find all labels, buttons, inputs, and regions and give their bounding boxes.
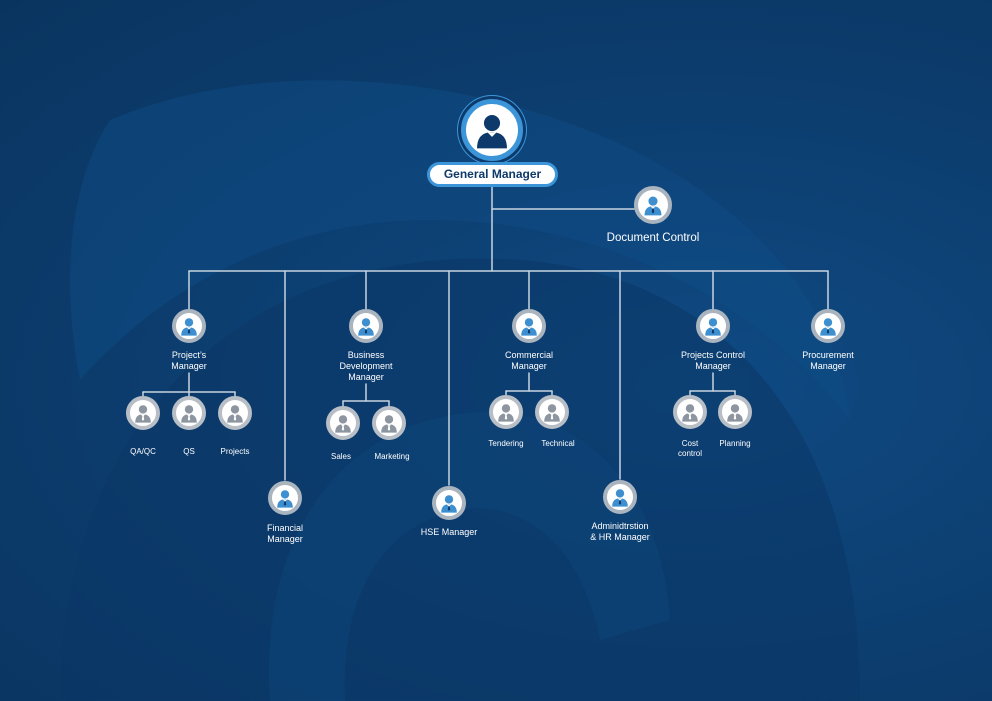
financial-manager-avatar[interactable] — [268, 481, 302, 515]
marketing-label: Marketing — [374, 452, 410, 461]
person-icon — [381, 415, 397, 433]
person-icon — [705, 318, 721, 336]
commercial-manager-avatar[interactable] — [512, 309, 546, 343]
document-control-label: Document Control — [606, 232, 700, 244]
projects-manager-label: Project’s Manager — [171, 350, 207, 371]
person-icon — [682, 404, 698, 422]
tendering-label: Tendering — [488, 439, 524, 448]
projects-control-manager-avatar[interactable] — [696, 309, 730, 343]
projects-label: Projects — [220, 447, 250, 456]
cost-control-avatar[interactable] — [673, 395, 707, 429]
qa-qc-label: QA/QC — [130, 447, 156, 456]
business-development-manager-label: Business Development Manager — [339, 350, 393, 382]
procurement-manager-label: Procurement Manager — [802, 350, 854, 371]
business-development-manager-avatar[interactable] — [349, 309, 383, 343]
person-icon — [135, 405, 151, 423]
technical-avatar[interactable] — [535, 395, 569, 429]
document-control-avatar[interactable] — [634, 186, 672, 224]
cost-control-label: Cost control — [677, 439, 703, 458]
person-icon — [335, 415, 351, 433]
projects-avatar[interactable] — [218, 396, 252, 430]
general-manager-avatar[interactable] — [461, 99, 523, 161]
general-manager-label: General Manager — [427, 162, 558, 187]
person-icon — [441, 495, 457, 513]
planning-label: Planning — [719, 439, 751, 448]
financial-manager-label: Financial Manager — [266, 523, 304, 544]
hse-manager-label: HSE Manager — [420, 527, 478, 537]
projects-control-manager-label: Projects Control Manager — [680, 350, 746, 371]
marketing-avatar[interactable] — [372, 406, 406, 440]
person-icon — [644, 196, 662, 216]
person-icon — [181, 318, 197, 336]
admin-hr-manager-avatar[interactable] — [603, 480, 637, 514]
technical-label: Technical — [541, 439, 575, 448]
admin-hr-manager-label: Adminidtrstion & HR Manager — [590, 521, 650, 542]
person-icon — [544, 404, 560, 422]
person-icon — [181, 405, 197, 423]
projects-manager-avatar[interactable] — [172, 309, 206, 343]
planning-avatar[interactable] — [718, 395, 752, 429]
qs-label: QS — [183, 447, 195, 456]
sales-label: Sales — [330, 452, 352, 461]
tendering-avatar[interactable] — [489, 395, 523, 429]
commercial-manager-label: Commercial Manager — [504, 350, 554, 371]
person-icon — [227, 405, 243, 423]
procurement-manager-avatar[interactable] — [811, 309, 845, 343]
person-icon — [612, 489, 628, 507]
sales-avatar[interactable] — [326, 406, 360, 440]
qs-avatar[interactable] — [172, 396, 206, 430]
hse-manager-avatar[interactable] — [432, 486, 466, 520]
person-icon — [477, 115, 507, 149]
person-icon — [727, 404, 743, 422]
qa-qc-avatar[interactable] — [126, 396, 160, 430]
person-icon — [521, 318, 537, 336]
person-icon — [820, 318, 836, 336]
person-icon — [358, 318, 374, 336]
person-icon — [277, 490, 293, 508]
person-icon — [498, 404, 514, 422]
